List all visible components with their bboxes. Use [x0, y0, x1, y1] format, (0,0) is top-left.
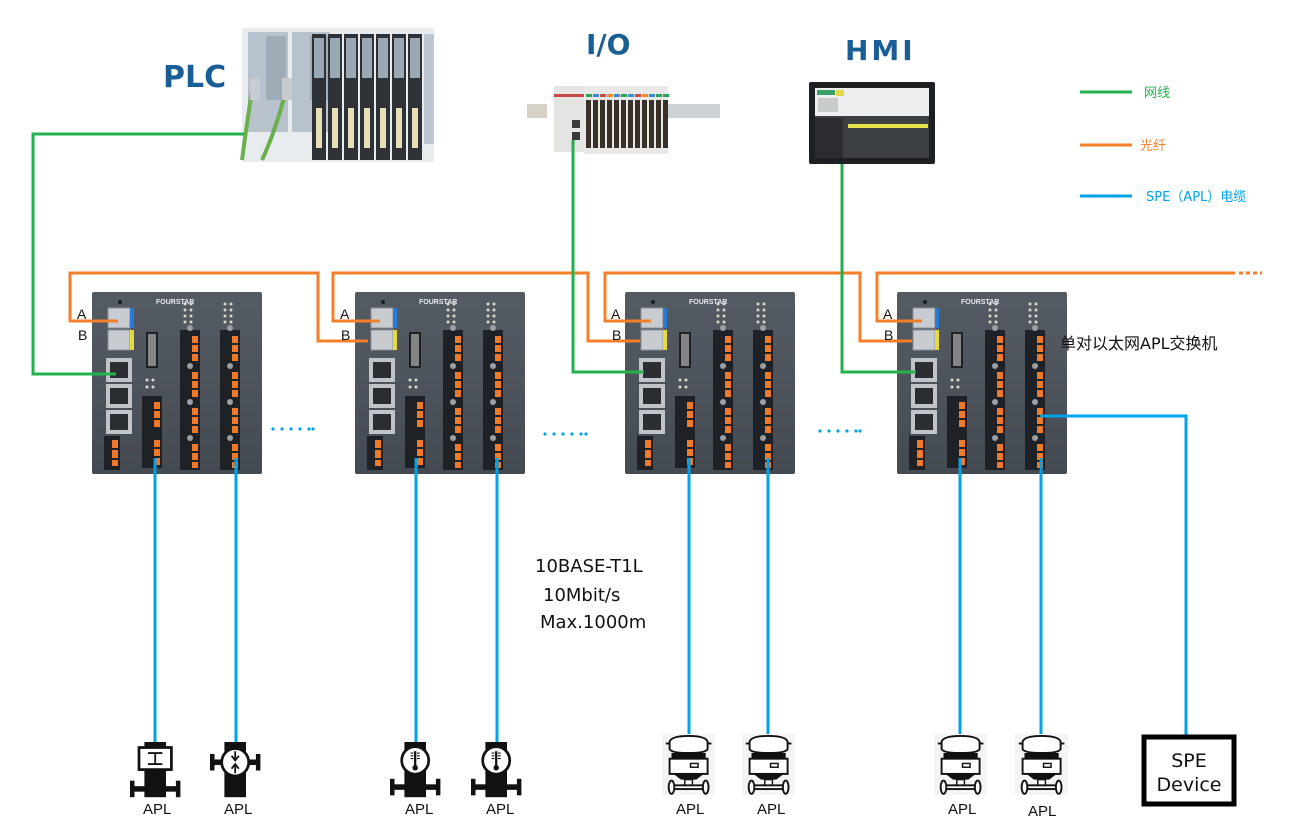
switch-brand: FOURSTAR [689, 299, 727, 306]
switch-brand: FOURSTAR [419, 299, 457, 306]
port-b-label: B [884, 327, 893, 343]
spe-device-label-2: Device [1157, 774, 1222, 796]
fiber-link-2-3 [331, 271, 640, 343]
spec-standard: 10BASE-T1L [535, 556, 643, 577]
port-a-label: A [883, 306, 893, 322]
field-device-8: APL [1014, 733, 1070, 820]
spe-link-spe-device [1040, 414, 1188, 736]
legend-fiber-label: 光纤 [1140, 139, 1166, 154]
switch-brand: FOURSTAR [961, 299, 999, 306]
device-label: APL [486, 801, 514, 818]
device-label: APL [224, 801, 252, 818]
switch-label: 单对以太网APL交换机 [1060, 334, 1218, 353]
port-a-label: A [340, 306, 350, 322]
io-title: I/O [586, 28, 630, 61]
spec-speed: 10Mbit/s [543, 585, 620, 606]
device-label: APL [676, 801, 704, 818]
ellipsis-dots [271, 427, 862, 436]
apl-switch-1: FOURSTAR [91, 291, 263, 475]
ellipsis-3 [818, 429, 862, 433]
hmi-title: HMI [845, 34, 916, 67]
port-b-label: B [78, 327, 87, 343]
field-device-3: APL [388, 740, 442, 818]
spe-device: SPE Device [1141, 734, 1237, 807]
fiber-links [68, 271, 1262, 343]
ethernet-links [31, 132, 916, 376]
legend: 网线 光纤 SPE（APL）电缆 [1080, 86, 1246, 205]
device-label: APL [948, 801, 976, 818]
spe-device-box [1141, 734, 1237, 807]
fiber-link-1-2 [68, 271, 368, 343]
spec-text: 10BASE-T1L 10Mbit/s Max.1000m [535, 556, 646, 633]
device-label: APL [1028, 803, 1056, 820]
field-device-4: APL [469, 740, 523, 818]
control-valve-icon [933, 733, 989, 796]
legend-spe-label: SPE（APL）电缆 [1146, 189, 1246, 205]
plc-device [240, 28, 434, 162]
ellipsis-2 [543, 432, 588, 436]
field-device-7: APL [933, 733, 989, 818]
plc-title: PLC [163, 60, 226, 95]
ellipsis-1 [271, 427, 315, 431]
spe-links [153, 414, 1188, 744]
pressure-transmitter-icon [208, 740, 262, 799]
ethernet-plc-switch1 [31, 132, 244, 376]
fiber-link-4-next [875, 271, 1235, 323]
control-valve-icon [661, 733, 717, 796]
apl-switch-4: FOURSTAR [896, 291, 1068, 475]
ethernet-hmi-switch4 [840, 164, 916, 374]
field-device-6: APL [741, 733, 797, 818]
device-label: APL [405, 801, 433, 818]
switch-brand: FOURSTAR [156, 299, 194, 306]
ethernet-io-switch3 [571, 140, 644, 374]
port-a-label: A [611, 306, 621, 322]
hmi-device [809, 82, 935, 164]
legend-ethernet-label: 网线 [1144, 86, 1170, 101]
port-labels: A B A B A B A B [77, 306, 893, 343]
port-a-label: A [77, 306, 87, 322]
device-label: APL [143, 801, 171, 818]
device-label: APL [757, 801, 785, 818]
temperature-transmitter-icon [388, 740, 442, 799]
control-valve-icon [741, 733, 797, 796]
port-b-label: B [612, 327, 621, 343]
temperature-transmitter-icon [469, 740, 523, 799]
apl-switch-2: FOURSTAR [354, 291, 526, 475]
control-valve-icon [1014, 733, 1070, 796]
spe-device-label-1: SPE [1171, 750, 1207, 772]
field-device-1: APL [128, 740, 182, 818]
flow-meter-icon [128, 740, 182, 799]
fiber-link-3-4 [603, 271, 912, 343]
field-device-2: APL [208, 740, 262, 818]
port-b-label: B [341, 327, 350, 343]
spec-distance: Max.1000m [540, 612, 646, 633]
io-device [527, 86, 720, 154]
field-device-5: APL [661, 733, 717, 818]
apl-switch-3: FOURSTAR [624, 291, 796, 475]
